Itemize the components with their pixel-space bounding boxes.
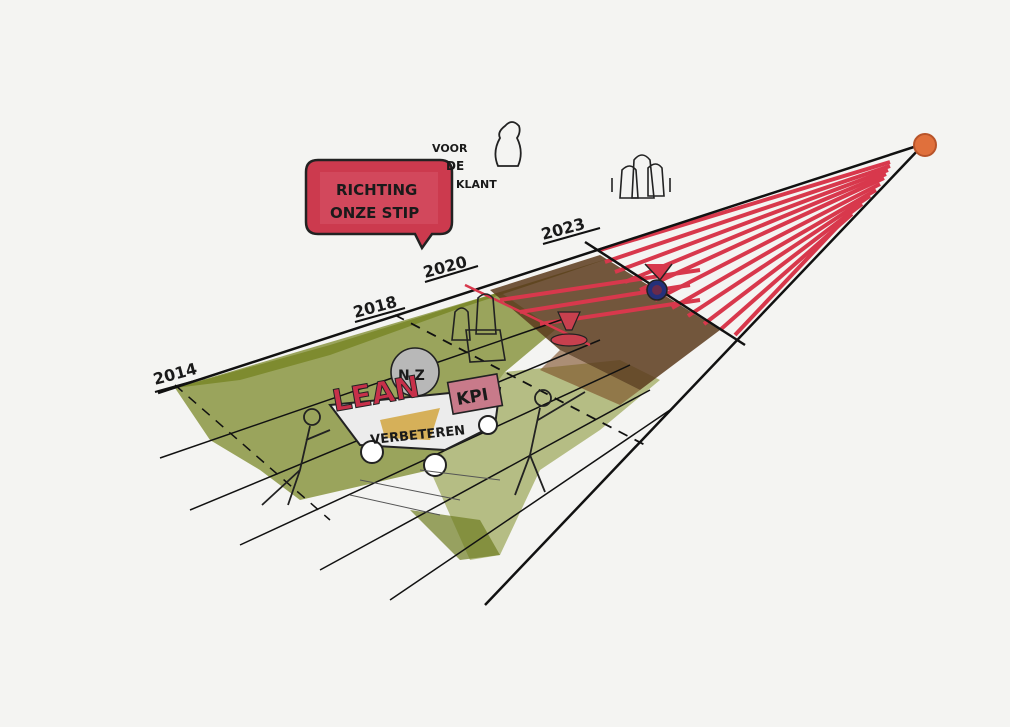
year-2020: 2020 (421, 252, 469, 282)
road-brown-segment (490, 255, 720, 405)
customer-figure-icon (494, 121, 522, 167)
bubble-line-1: RICHTING (336, 181, 417, 199)
person-pushing-icon (261, 408, 331, 506)
nz-disc (390, 347, 440, 397)
medal-icon (644, 263, 673, 301)
nz-label: N Z (398, 368, 425, 384)
road-red-segment (499, 160, 891, 337)
cup-icon (550, 311, 588, 347)
speech-bubble: RICHTING ONZE STIP (304, 158, 454, 251)
motion-lines (349, 469, 501, 516)
person-pointing-icon (514, 389, 586, 496)
goal-dot (913, 133, 937, 157)
people-group-icon (611, 154, 671, 199)
customer-line-2: DE (446, 159, 464, 173)
customer-line-3: KLANT (456, 178, 497, 191)
customer-line-1: VOOR (432, 142, 468, 155)
people-on-cart-icon (451, 293, 506, 363)
customer-label: VOOR DE KLANT (432, 142, 497, 191)
bubble-line-2: ONZE STIP (330, 204, 419, 222)
cart: N Z KPI LEAN VERBETEREN (328, 347, 504, 477)
